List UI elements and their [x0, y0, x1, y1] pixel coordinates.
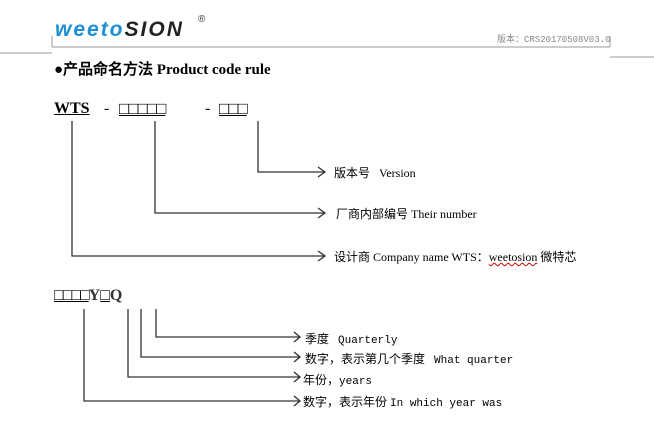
logo-text-blue: weeto	[55, 18, 125, 41]
date-code: □□□□Y□Q	[54, 287, 122, 305]
arrow-company	[71, 121, 327, 262]
arrow-quarterly	[155, 309, 302, 343]
arrow-years	[127, 309, 302, 383]
label-cn: 季度	[305, 332, 330, 346]
label-en: In which year was	[390, 398, 503, 410]
label-quarterly: 季度 Quarterly	[305, 330, 397, 347]
label-cn: 年份，	[303, 373, 340, 387]
label-cn2: 微特芯	[537, 250, 577, 264]
label-cn: 版本号	[334, 166, 371, 180]
label-company: 设计商 Company name WTS：weetosion 微特芯	[334, 248, 576, 265]
label-years: 年份，years	[303, 371, 372, 388]
arrow-version	[257, 121, 327, 178]
header-rule	[0, 36, 654, 58]
arrow-their-number	[154, 121, 327, 219]
q-letter: Q	[109, 287, 123, 304]
version-boxes: □□□	[219, 99, 248, 118]
label-cn: 厂商内部编号	[336, 207, 409, 221]
label-cn: 数字，表示年份	[303, 395, 388, 409]
label-version: 版本号 Version	[334, 164, 416, 181]
label-en: Version	[379, 166, 416, 180]
section-title: ●产品命名方法 Product code rule	[54, 62, 271, 78]
dash: -	[205, 100, 211, 117]
code-prefix-wts: WTS	[54, 100, 90, 117]
label-en: years	[339, 376, 373, 388]
quarter-box: □	[100, 287, 110, 304]
label-en: What quarter	[434, 355, 514, 367]
dash: -	[104, 100, 110, 117]
registered-mark: ®	[198, 14, 206, 25]
logo-text-dark: SION	[124, 18, 184, 41]
arrow-what-quarter	[140, 309, 302, 363]
weetosion-logo: weetoSION	[55, 18, 184, 42]
label-en: Their number	[411, 207, 477, 221]
y-letter: Y	[88, 287, 101, 304]
version-label: 版本：CRS20170508V03.0	[497, 35, 611, 45]
their-number-boxes: □□□□□	[119, 99, 166, 118]
label-en: Quarterly	[338, 335, 398, 347]
label-en: weetosion	[488, 250, 538, 264]
label-what-quarter: 数字，表示第几个季度 What quarter	[305, 350, 513, 367]
year-boxes: □□□□	[54, 287, 90, 304]
label-year-number: 数字，表示年份 In which year was	[303, 393, 502, 410]
arrow-year-number	[83, 309, 302, 407]
label-cn: 设计商 Company name WTS：	[334, 250, 489, 264]
label-cn: 数字，表示第几个季度	[305, 352, 426, 366]
label-their-number: 厂商内部编号 Their number	[336, 205, 477, 222]
